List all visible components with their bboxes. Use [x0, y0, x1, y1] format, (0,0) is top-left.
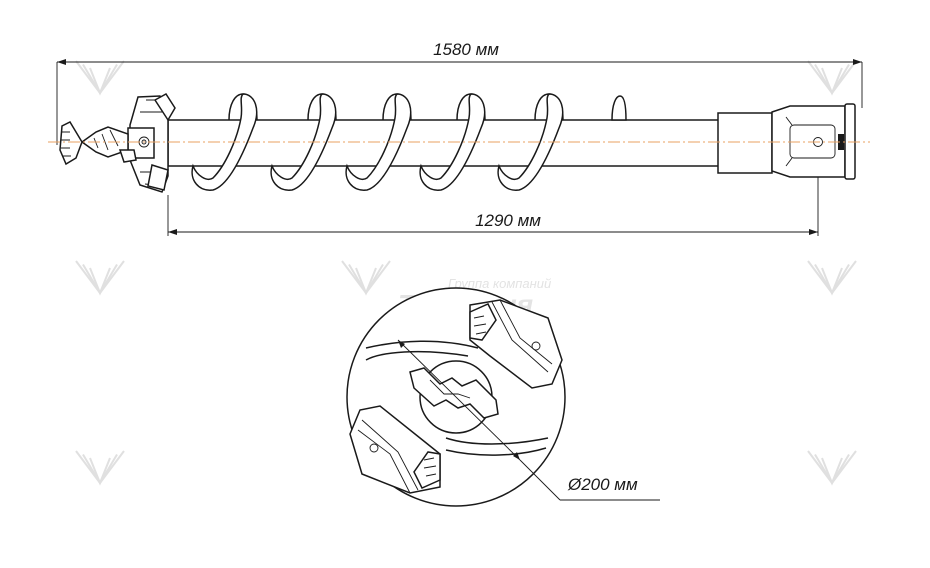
dimension-overall: 1580 мм	[56, 40, 863, 145]
watermark-company-line: Группа компаний	[448, 276, 551, 291]
pilot-bit	[409, 367, 499, 419]
auger-side-view	[48, 93, 870, 193]
auger-end-view: Ø200 мм	[346, 287, 660, 507]
flight-end	[611, 95, 627, 121]
upper-tooth	[469, 299, 563, 389]
dimension-auger: 1290 мм	[167, 172, 819, 236]
watermark-chevrons	[75, 60, 857, 486]
diameter-label: Ø200 мм	[567, 475, 638, 494]
auger-length-label: 1290 мм	[475, 211, 541, 230]
flight-front	[270, 93, 337, 191]
lower-tooth	[349, 405, 441, 494]
cutting-head	[59, 93, 176, 193]
coupling	[717, 103, 856, 180]
overall-length-label: 1580 мм	[433, 40, 499, 59]
